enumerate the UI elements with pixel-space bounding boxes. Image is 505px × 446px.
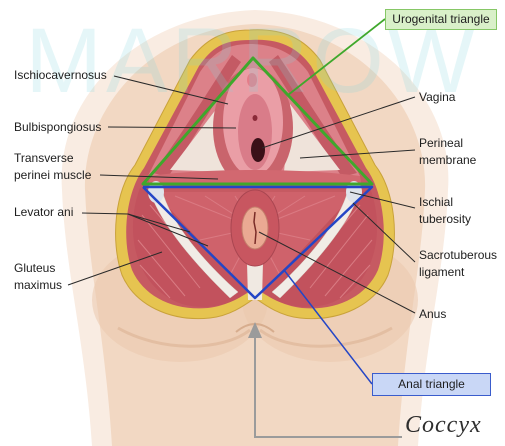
label-gluteus-maximus: Gluteus maximus xyxy=(14,260,62,294)
label-ischiocavernosus: Ischiocavernosus xyxy=(14,67,107,84)
label-line: maximus xyxy=(14,277,62,294)
label-levator-ani: Levator ani xyxy=(14,204,73,221)
label-ischial-tuberosity: Ischial tuberosity xyxy=(419,194,471,228)
anal-triangle-callout: Anal triangle xyxy=(372,373,491,396)
label-line: perinei muscle xyxy=(14,167,91,184)
label-sacrotuberous-ligament: Sacrotuberous ligament xyxy=(419,247,497,281)
label-bulbispongiosus: Bulbispongiosus xyxy=(14,119,101,136)
label-line: tuberosity xyxy=(419,211,471,228)
label-line: ligament xyxy=(419,264,497,281)
label-transverse-perinei-muscle: Transverse perinei muscle xyxy=(14,150,91,184)
label-line: Perineal xyxy=(419,135,476,152)
label-line: membrane xyxy=(419,152,476,169)
label-vagina: Vagina xyxy=(419,89,455,106)
label-line: Gluteus xyxy=(14,260,62,277)
label-anus: Anus xyxy=(419,306,446,323)
label-perineal-membrane: Perineal membrane xyxy=(419,135,476,169)
urethral-opening xyxy=(253,115,258,121)
label-line: Ischial xyxy=(419,194,471,211)
urogenital-triangle-callout: Urogenital triangle xyxy=(385,9,497,30)
label-line: Transverse xyxy=(14,150,91,167)
label-line: Sacrotuberous xyxy=(419,247,497,264)
vaginal-orifice xyxy=(251,138,265,162)
coccyx-handwritten-note: Coccyx xyxy=(405,411,482,439)
